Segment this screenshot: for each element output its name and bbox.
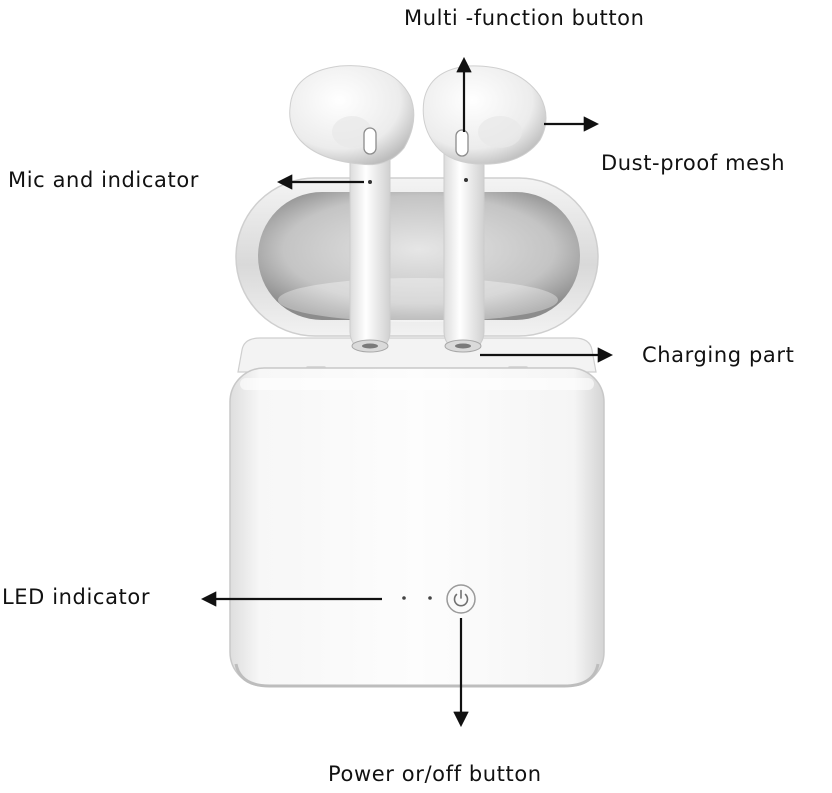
left-earbud xyxy=(289,65,415,353)
power-icon xyxy=(453,589,469,607)
power-button[interactable] xyxy=(446,584,476,614)
label-charging-part: Charging part xyxy=(642,343,795,367)
right-mic-dot xyxy=(464,178,468,182)
label-led-indicator: LED indicator xyxy=(2,585,151,609)
case-body xyxy=(229,367,605,688)
callout-arrows xyxy=(200,56,614,728)
label-power-button: Power or/off button xyxy=(328,762,542,786)
left-mic-dot xyxy=(368,180,372,184)
right-earbud xyxy=(422,65,547,353)
led-indicator-dots xyxy=(402,596,432,600)
case-lid xyxy=(235,177,599,337)
label-mic-and-indicator: Mic and indicator xyxy=(8,168,199,192)
label-multi-function-button: Multi -function button xyxy=(404,6,645,30)
right-multi-function-button xyxy=(455,129,469,157)
left-multi-function-button xyxy=(363,127,377,155)
label-dust-proof-mesh: Dust-proof mesh xyxy=(601,151,786,175)
